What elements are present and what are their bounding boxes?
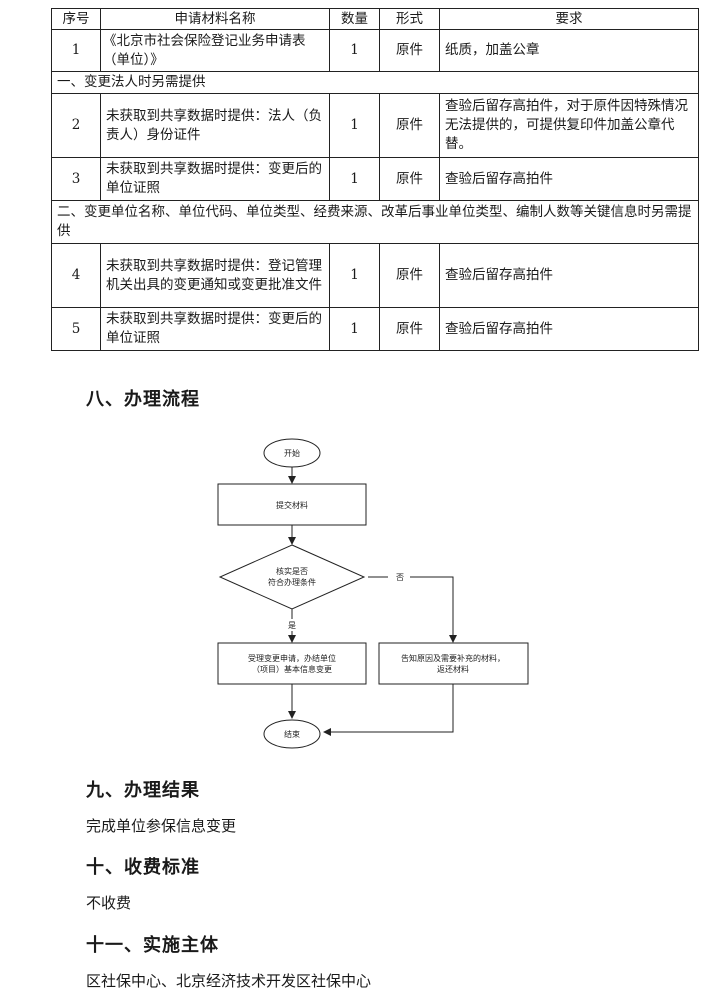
table-row: 2 未获取到共享数据时提供：法人（负责人）身份证件 1 原件 查验后留存高拍件，… <box>51 93 699 158</box>
flow-accept-label-1: 受理变更申请，办结单位 <box>248 653 336 663</box>
flow-no-label: 否 <box>396 573 404 582</box>
row-name: 未获取到共享数据时提供：法人（负责人）身份证件 <box>100 93 330 158</box>
table-row: 5 未获取到共享数据时提供：变更后的单位证照 1 原件 查验后留存高拍件 <box>51 307 699 351</box>
table-row: 4 未获取到共享数据时提供：登记管理机关出具的变更通知或变更批准文件 1 原件 … <box>51 243 699 308</box>
section-9-text: 完成单位参保信息变更 <box>86 817 237 835</box>
process-flowchart: 开始 提交材料 核实是否 符合办理条件 否 是 受理变更申请，办结单位 （项目）… <box>217 438 529 749</box>
flow-reject-label-2: 返还材料 <box>437 664 469 674</box>
flow-start-label: 开始 <box>284 448 300 458</box>
flow-yes-label: 是 <box>288 621 296 630</box>
row-req: 查验后留存高拍件 <box>439 157 699 201</box>
row-req: 查验后留存高拍件 <box>439 243 699 308</box>
section-row: 一、变更法人时另需提供 <box>51 71 699 94</box>
section-label: 一、变更法人时另需提供 <box>51 71 699 94</box>
materials-table: 序号 申请材料名称 数量 形式 要求 1 《北京市社会保险登记业务申请表（单位）… <box>51 8 699 351</box>
flow-no-arrow <box>410 576 457 643</box>
section-9-heading: 九、办理结果 <box>86 780 200 801</box>
section-10-text: 不收费 <box>86 894 132 912</box>
section-11-heading: 十一、实施主体 <box>86 935 219 956</box>
row-req: 查验后留存高拍件，对于原件因特殊情况无法提供的，可提供复印件加盖公章代替。 <box>439 93 699 158</box>
section-8-heading: 八、办理流程 <box>86 389 200 410</box>
row-seq: 2 <box>51 93 101 158</box>
row-seq: 3 <box>51 157 101 201</box>
flow-return-arrow <box>323 684 454 736</box>
row-qty: 1 <box>329 243 380 308</box>
flow-check-label-1: 核实是否 <box>276 566 308 576</box>
flow-accept-label-2: （项目）基本信息变更 <box>252 664 332 674</box>
flow-check-label-2: 符合办理条件 <box>268 577 316 587</box>
header-req: 要求 <box>439 8 699 30</box>
row-req: 查验后留存高拍件 <box>439 307 699 351</box>
row-form: 原件 <box>379 307 440 351</box>
section-11-text: 区社保中心、北京经济技术开发区社保中心 <box>86 972 372 990</box>
flow-reject-label-1: 告知原因及需要补充的材料， <box>401 653 505 663</box>
flow-submit-label: 提交材料 <box>276 500 308 510</box>
row-form: 原件 <box>379 157 440 201</box>
row-qty: 1 <box>329 157 380 201</box>
flow-check-node <box>218 544 366 610</box>
flow-reject-node <box>378 642 529 685</box>
row-qty: 1 <box>329 29 380 72</box>
flow-end-node <box>263 719 321 749</box>
flow-end-label: 结束 <box>284 729 300 739</box>
row-req: 纸质，加盖公章 <box>439 29 699 72</box>
row-qty: 1 <box>329 307 380 351</box>
flow-accept-node <box>217 642 367 685</box>
row-name: 未获取到共享数据时提供：变更后的单位证照 <box>100 307 330 351</box>
table-header-row: 序号 申请材料名称 数量 形式 要求 <box>51 8 699 30</box>
section-10-heading: 十、收费标准 <box>86 857 200 878</box>
row-seq: 5 <box>51 307 101 351</box>
row-seq: 1 <box>51 29 101 72</box>
